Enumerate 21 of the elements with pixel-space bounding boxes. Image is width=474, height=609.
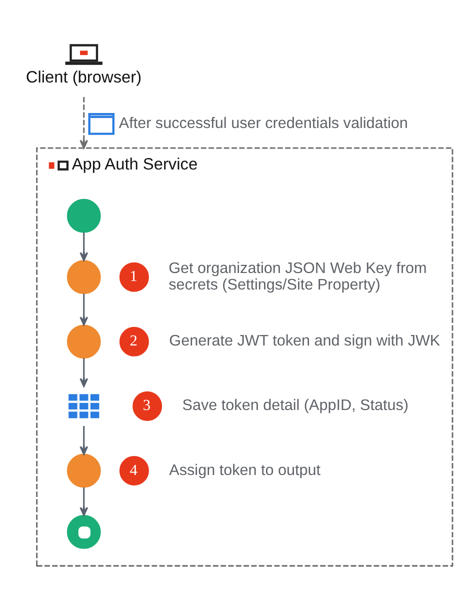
edge-label: After successful user credentials validation	[118, 114, 408, 132]
arrow	[80, 293, 88, 326]
node-label: Get organization JSON Web Key from secrets (Settings/Site Property)	[168, 259, 427, 293]
node-label: Save token detail (AppID, Status)	[182, 396, 408, 414]
node-circle	[66, 260, 101, 294]
arrow	[80, 358, 88, 387]
node-label: Generate JWT token and sign with JWK	[169, 332, 440, 350]
node-label: Client (browser)	[26, 68, 142, 86]
node-circle: 3	[132, 390, 162, 420]
arrow	[80, 486, 88, 516]
arrow	[80, 232, 88, 261]
arrow	[80, 96, 88, 148]
node-circle	[66, 324, 101, 358]
arrow	[80, 425, 88, 455]
node-label: Assign token to output	[169, 461, 321, 478]
node-circle	[66, 198, 101, 232]
node-circle	[66, 453, 101, 488]
node-circle: 1	[119, 262, 149, 292]
node-circle	[66, 514, 101, 548]
node-circle: 2	[119, 326, 149, 356]
node-circle: 4	[119, 455, 149, 485]
